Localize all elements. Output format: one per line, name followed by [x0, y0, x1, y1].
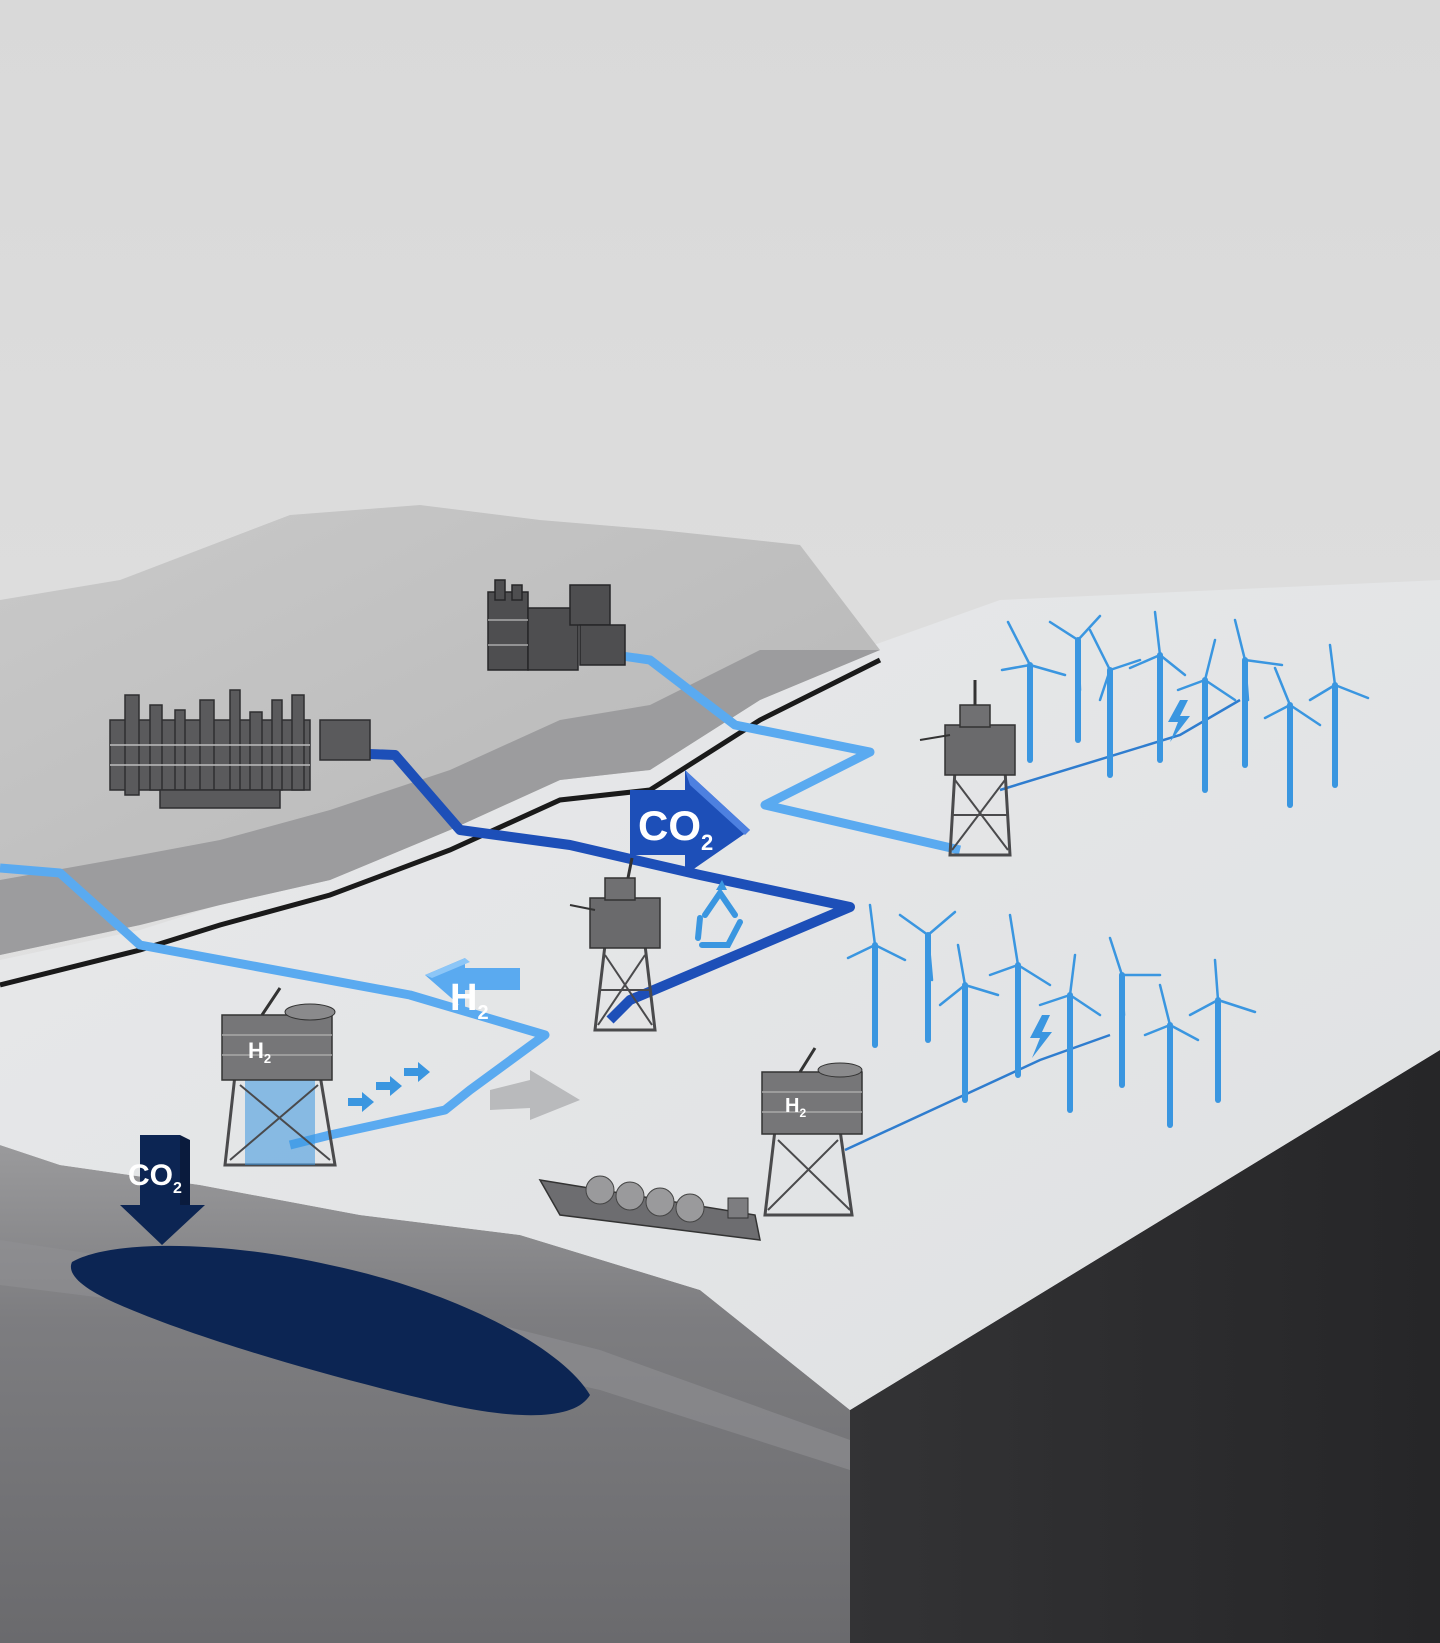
refinery-icon [109, 689, 371, 809]
co2-reservoir [70, 1245, 590, 1416]
h2-flow-label: H2 [450, 977, 489, 1024]
co2-storage-arrow [120, 1135, 205, 1245]
co2-storage-label: CO2 [128, 1159, 182, 1197]
wind-turbine-icon [898, 910, 957, 1043]
h2-platform-left-label: H2 [248, 1038, 271, 1066]
power-cable-north [999, 698, 1241, 792]
lightning-icon [1030, 1015, 1052, 1058]
recycle-icon [695, 880, 743, 948]
wind-turbine-icon [1308, 643, 1370, 788]
oil-platform-icon [919, 680, 1016, 857]
block-side [850, 1050, 1440, 1643]
wind-farm-south [846, 903, 1257, 1128]
h2-platform-right-label: H2 [785, 1095, 806, 1120]
wind-turbine-icon [1188, 958, 1257, 1103]
wind-turbine-icon [846, 903, 907, 1048]
lightning-icon [1168, 700, 1190, 742]
co2-pipeline [319, 747, 855, 1024]
flow-arrows [348, 1062, 430, 1112]
shadow-arrow [490, 1070, 580, 1120]
wind-turbine-icon [1038, 953, 1102, 1113]
hydrogen-platform-icon [761, 1047, 863, 1217]
co2-flow-arrow [630, 770, 750, 875]
wind-farm-north [1000, 610, 1370, 808]
power-pipeline [579, 645, 962, 855]
coastline [0, 657, 882, 988]
seabed-surface [0, 580, 1440, 1410]
power-plant-icon [487, 579, 626, 671]
wind-turbine-icon [1088, 628, 1142, 778]
wind-turbine-icon [1048, 614, 1102, 743]
wind-turbine-icon [1143, 983, 1200, 1128]
wind-turbine-icon [1263, 666, 1322, 808]
power-cable-south [844, 1033, 1111, 1152]
wind-turbine-icon [1128, 610, 1187, 763]
h2-pipeline [0, 863, 550, 1150]
oil-platform-icon [569, 857, 661, 1032]
wind-turbine-icon [1233, 618, 1284, 768]
lng-ship-icon [538, 1175, 761, 1241]
wind-turbine-icon [1000, 620, 1067, 763]
hydrogen-platform-icon [221, 987, 337, 1167]
h2-flow-arrow [425, 958, 520, 1035]
wind-turbine-icon [988, 913, 1052, 1078]
co2-flow-label: CO2 [638, 802, 713, 855]
wind-turbine-icon [1176, 638, 1237, 793]
wind-turbine-icon [1108, 936, 1162, 1088]
wind-turbine-icon [938, 943, 1000, 1103]
